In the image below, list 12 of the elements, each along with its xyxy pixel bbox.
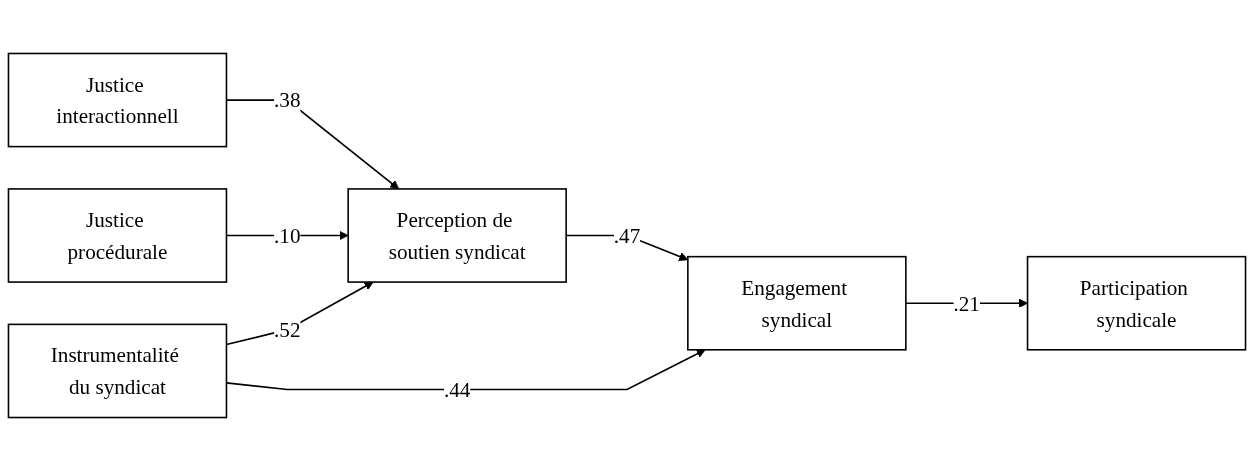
node-box: Instrumentalité du syndicat <box>7 323 228 419</box>
node-box: Justice interactionnell <box>7 52 228 148</box>
node-box: Justice procédurale <box>7 188 228 283</box>
node-box: Engagement syndical <box>687 255 907 351</box>
edge-label: .47 <box>613 223 641 248</box>
edge-label: .44 <box>443 377 471 402</box>
edge-label: .21 <box>953 291 980 315</box>
edge-label: .38 <box>274 88 301 112</box>
node-box: Participation syndicale <box>1026 255 1247 351</box>
edge-label: .10 <box>274 223 301 248</box>
edge-label: .52 <box>274 318 301 342</box>
node-box: Perception de soutien syndicat <box>347 188 567 283</box>
